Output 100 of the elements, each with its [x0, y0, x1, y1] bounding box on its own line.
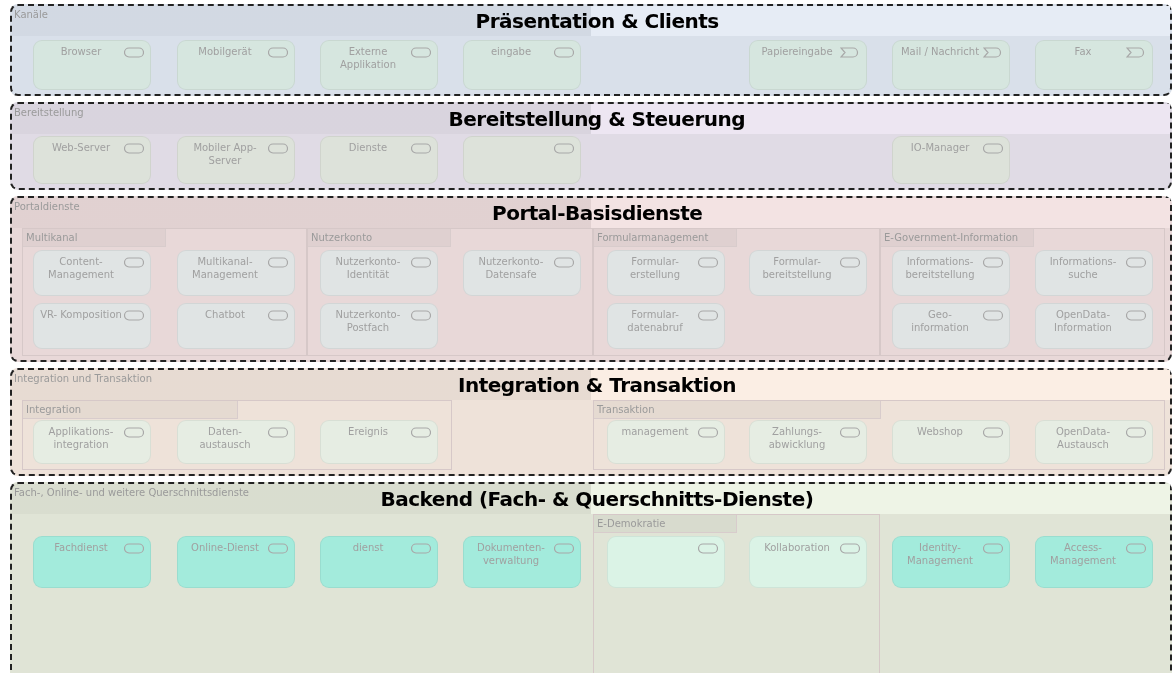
service-label: Geo- information [910, 308, 970, 334]
service-box [892, 40, 1010, 90]
service-label: IO-Manager [909, 141, 971, 154]
service-box [177, 40, 295, 90]
layer-title: Kanäle [14, 8, 48, 22]
group-frame [880, 228, 1165, 356]
service-label: Zahlungs- abwicklung [767, 425, 827, 451]
service-box [607, 536, 725, 588]
service-box [177, 303, 295, 349]
service-label: Formular- erstellung [628, 255, 682, 281]
layer-heading: Portal-Basisdienste [492, 201, 703, 225]
group-frame [22, 228, 307, 356]
service-box [749, 40, 867, 90]
layer-heading: Integration & Transaktion [458, 373, 736, 397]
group-title: Multikanal [23, 229, 166, 247]
service-box [33, 250, 151, 296]
service-label: Webshop [916, 425, 964, 438]
group-title: Integration [23, 401, 238, 419]
group-frame [307, 228, 593, 356]
layer-panel [10, 102, 1172, 190]
service-label: Nutzerkonto- Postfach [334, 308, 402, 334]
service-label: Externe Applikation [339, 45, 397, 71]
service-box [177, 136, 295, 184]
service-box [177, 420, 295, 464]
service-label: Content- Management [47, 255, 115, 281]
service-box [320, 136, 438, 184]
service-box [892, 136, 1010, 184]
group-frame [593, 400, 1165, 470]
service-label: Fax [1073, 45, 1093, 58]
service-box [892, 250, 1010, 296]
layer-heading: Backend (Fach- & Querschnitts-Dienste) [380, 487, 814, 511]
service-box [177, 536, 295, 588]
group-frame [22, 400, 452, 470]
service-box [320, 303, 438, 349]
service-label: Dokumenten- verwaltung [476, 541, 546, 567]
layer-heading: Präsentation & Clients [475, 9, 719, 33]
service-box [33, 536, 151, 588]
service-box [33, 40, 151, 90]
service-label: Informations- bereitstellung [904, 255, 976, 281]
service-label: VR- Komposition [40, 308, 122, 321]
service-box [892, 536, 1010, 588]
service-label: Mobilgerät [197, 45, 253, 58]
group-title: E-Demokratie [594, 515, 737, 533]
service-box [607, 303, 725, 349]
service-box [892, 420, 1010, 464]
service-label: OpenData- Austausch [1054, 425, 1112, 451]
service-box [749, 420, 867, 464]
service-label: Daten- austausch [198, 425, 252, 451]
layer-panel [10, 482, 1172, 673]
layer-title: Portaldienste [14, 200, 80, 214]
group-title: Nutzerkonto [308, 229, 451, 247]
service-label: Kollaboration [763, 541, 831, 554]
layer-panel [10, 196, 1172, 362]
service-label: Access- Management [1049, 541, 1117, 567]
service-box [33, 420, 151, 464]
service-box [749, 250, 867, 296]
service-box [320, 536, 438, 588]
service-box [177, 250, 295, 296]
service-box [892, 303, 1010, 349]
service-box [463, 40, 581, 90]
service-box [320, 420, 438, 464]
service-label: Formular- datenabruf [626, 308, 684, 334]
service-label: management [620, 425, 690, 438]
service-label: Chatbot [204, 308, 246, 321]
service-label: Web-Server [50, 141, 112, 154]
layer-title: Bereitstellung [14, 106, 84, 120]
service-box [1035, 303, 1153, 349]
service-label: Dienste [347, 141, 389, 154]
service-box [749, 536, 867, 588]
service-label: Fachdienst [53, 541, 109, 554]
layer-heading: Bereitstellung & Steuerung [448, 107, 746, 131]
service-box [463, 250, 581, 296]
service-label: Ereignis [347, 425, 389, 438]
group-title: Formularmanagement [594, 229, 737, 247]
service-box [463, 136, 581, 184]
service-box [1035, 420, 1153, 464]
service-label: Nutzerkonto- Datensafe [477, 255, 545, 281]
service-label: OpenData- Information [1053, 308, 1113, 334]
group-title: Transaktion [594, 401, 881, 419]
service-box [33, 136, 151, 184]
service-box [1035, 40, 1153, 90]
service-label: Identity- Management [906, 541, 974, 567]
service-label: Mail / Nachricht [899, 45, 981, 58]
service-box [607, 250, 725, 296]
service-label: dienst [351, 541, 385, 554]
service-box [1035, 250, 1153, 296]
service-label: eingabe [489, 45, 533, 58]
service-box [1035, 536, 1153, 588]
layer-title: Integration und Transaktion [14, 372, 152, 386]
group-frame [593, 514, 880, 673]
service-label: Formular- bereitstellung [761, 255, 833, 281]
group-frame [593, 228, 880, 356]
layer-panel [10, 368, 1172, 476]
service-label: Nutzerkonto- Identität [334, 255, 402, 281]
layer-panel [10, 4, 1172, 96]
service-box [463, 536, 581, 588]
group-title: E-Government-Information [881, 229, 1034, 247]
service-label: Multikanal- Management [191, 255, 259, 281]
service-label: Online-Dienst [190, 541, 260, 554]
service-label: Informations- suche [1048, 255, 1118, 281]
